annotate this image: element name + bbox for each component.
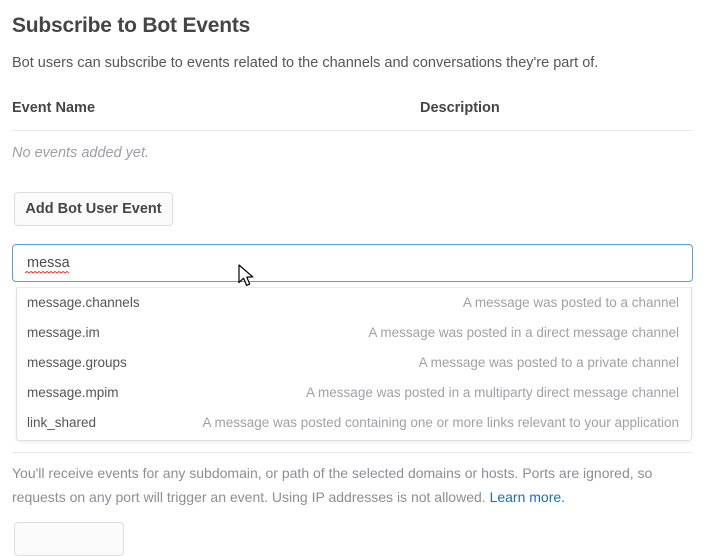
subscribe-bot-events-page: Subscribe to Bot Events Bot users can su…: [0, 14, 711, 556]
suggestion-item[interactable]: link_shared A message was posted contain…: [17, 408, 691, 438]
suggestion-description: A message was posted in a multiparty dir…: [306, 385, 679, 400]
add-bot-user-event-button[interactable]: Add Bot User Event: [14, 192, 173, 226]
learn-more-link[interactable]: Learn more.: [489, 489, 566, 505]
suggestion-item[interactable]: message.channels A message was posted to…: [17, 288, 691, 318]
column-header-description: Description: [420, 100, 500, 116]
column-header-event-name: Event Name: [12, 100, 96, 116]
suggestion-name: message.mpim: [27, 385, 119, 400]
suggestion-name: message.channels: [27, 295, 140, 310]
table-header-row: Event Name Description: [0, 100, 711, 130]
page-title: Subscribe to Bot Events: [12, 14, 251, 37]
event-suggestions-dropdown[interactable]: message.channels A message was posted to…: [16, 287, 692, 441]
suggestion-name: message.im: [27, 325, 100, 340]
suggestion-item[interactable]: message.im A message was posted in a dir…: [17, 318, 691, 348]
suggestion-description: A message was posted in a direct message…: [368, 325, 679, 340]
suggestion-name: message.groups: [27, 355, 127, 370]
suggestion-description: A message was posted containing one or m…: [202, 415, 679, 430]
footer-note-text: You'll receive events for any subdomain,…: [12, 465, 653, 505]
event-search-input[interactable]: [27, 245, 327, 281]
bottom-partial-button[interactable]: [14, 522, 124, 556]
suggestion-item[interactable]: message.groups A message was posted to a…: [17, 348, 691, 378]
footer-note: You'll receive events for any subdomain,…: [12, 461, 684, 509]
events-empty-message: No events added yet.: [12, 145, 150, 161]
footer-divider: [12, 452, 693, 453]
suggestion-description: A message was posted to a private channe…: [418, 355, 679, 370]
event-search-combobox[interactable]: [12, 244, 693, 282]
suggestion-item[interactable]: message.mpim A message was posted in a m…: [17, 378, 691, 408]
table-header-divider: [12, 130, 693, 131]
suggestion-description: A message was posted to a channel: [462, 295, 679, 310]
events-table: Event Name Description No events added y…: [0, 100, 711, 161]
page-subtitle: Bot users can subscribe to events relate…: [12, 55, 599, 71]
suggestion-name: link_shared: [27, 415, 97, 430]
